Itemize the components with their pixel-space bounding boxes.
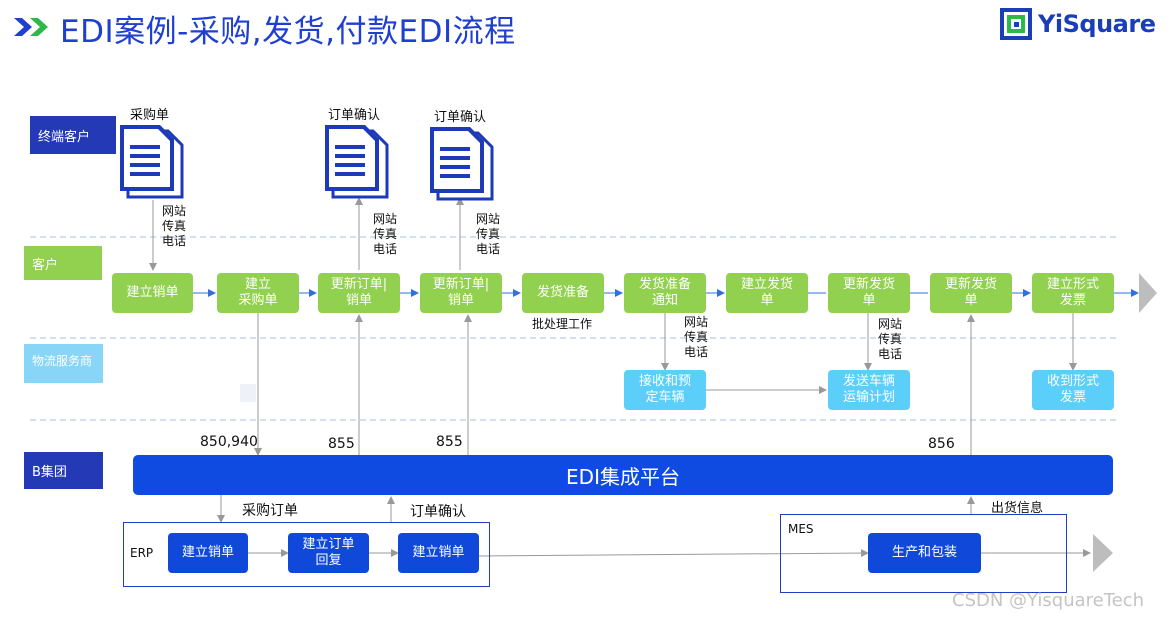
flow-label-oc: 订单确认 xyxy=(410,504,466,520)
edi-platform: EDI集成平台 xyxy=(133,455,1113,495)
yisquare-logo-icon xyxy=(1000,8,1032,40)
edi-code: 855 xyxy=(436,434,463,450)
edi-code: 850,940 xyxy=(200,434,258,450)
flow-label-ship: 出货信息 xyxy=(991,501,1044,516)
step-create-shipment: 建立发货 单 xyxy=(726,273,808,313)
erp-label: ERP xyxy=(130,546,154,560)
erp-create-order-reply: 建立订单 回复 xyxy=(288,533,369,573)
step-update-shipment: 更新发货 单 xyxy=(828,273,910,313)
step-update-order: 更新订单| 销单 xyxy=(420,273,502,313)
channel-label: 网站 传真 电话 xyxy=(684,315,709,359)
page-title: EDI案例-采购,发货,付款EDI流程 xyxy=(60,14,516,50)
lane-end-customer: 终端客户 xyxy=(30,116,116,154)
step-create-sales-order: 建立销单 xyxy=(112,273,193,313)
lane-logistics: 物流服务商 xyxy=(24,344,103,383)
channel-label: 网站 传真 电话 xyxy=(373,212,398,256)
step-shipment-prep-notice: 发货准备 通知 xyxy=(624,273,706,313)
step-shipment-prep: 发货准备 xyxy=(522,273,604,313)
erp-create-sales-order: 建立销单 xyxy=(168,533,248,573)
lane-customer: 客户 xyxy=(24,246,102,280)
erp-create-sales-order: 建立销单 xyxy=(398,533,479,573)
document-icon xyxy=(325,125,389,199)
edi-code: 856 xyxy=(928,436,955,452)
doc-label-purchase-order: 采购单 xyxy=(130,108,170,123)
doc-label-order-confirm-2: 订单确认 xyxy=(434,110,487,125)
step-update-order: 更新订单| 销单 xyxy=(318,273,400,313)
double-chevron-icon xyxy=(14,18,48,36)
lane-b-group: B集团 xyxy=(24,452,103,489)
logo: YiSquare xyxy=(1000,8,1156,40)
mes-frame xyxy=(780,514,1067,593)
edi-code: 855 xyxy=(328,436,355,452)
logo-text: YiSquare xyxy=(1038,10,1156,38)
channel-label: 网站 传真 电话 xyxy=(162,204,187,248)
erp-frame xyxy=(123,522,490,587)
mes-label: MES xyxy=(788,522,814,536)
mes-production-packaging: 生产和包装 xyxy=(868,533,981,573)
watermark: CSDN @YisquareTech xyxy=(952,590,1145,611)
batch-note: 批处理工作 xyxy=(532,317,593,331)
document-icon xyxy=(430,127,494,201)
step-receive-proforma-invoice: 收到形式 发票 xyxy=(1032,370,1114,410)
step-receive-book-vehicle: 接收和预 定车辆 xyxy=(624,370,706,410)
document-icon xyxy=(120,125,184,199)
channel-label: 网站 传真 电话 xyxy=(476,212,501,256)
step-update-shipment: 更新发货 单 xyxy=(930,273,1012,313)
step-create-proforma-invoice: 建立形式 发票 xyxy=(1032,273,1114,313)
doc-label-order-confirm-1: 订单确认 xyxy=(328,108,381,123)
step-create-purchase-order: 建立 采购单 xyxy=(217,273,299,313)
step-send-transport-plan: 发送车辆 运输计划 xyxy=(828,370,910,410)
channel-label: 网站 传真 电话 xyxy=(878,317,903,361)
flow-label-po: 采购订单 xyxy=(242,503,298,519)
